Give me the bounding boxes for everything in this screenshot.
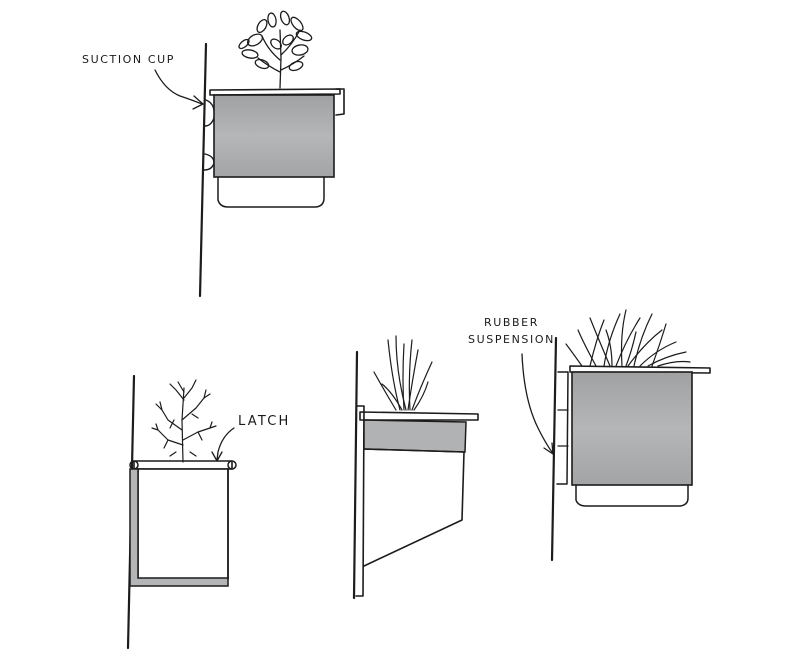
suction-cup-upper (205, 100, 214, 126)
annotation-rubber: RUBBER (484, 316, 539, 329)
planter-band (364, 420, 466, 452)
grass-plant-icon (374, 336, 432, 410)
sketch-wedge (354, 336, 478, 598)
sketch-rubber-suspension: RUBBER SUSPENSION (468, 310, 710, 560)
planter-tray (218, 177, 324, 207)
planter-body (138, 469, 228, 579)
wall-line (354, 352, 357, 598)
rubber-strip (557, 372, 568, 484)
planter-body (214, 95, 334, 177)
planter-tray (576, 485, 688, 506)
suction-cup-lower (204, 154, 214, 170)
annotation-suspension: SUSPENSION (468, 333, 555, 346)
planter-rim (210, 89, 340, 95)
sketch-latch: LATCH (128, 376, 290, 648)
annotation-arrow-rubber (522, 354, 552, 452)
wedge-body (364, 449, 464, 566)
shelf-plank (360, 412, 478, 420)
bare-branch-plant-icon (152, 380, 216, 462)
bushy-plant-icon (566, 310, 690, 366)
annotation-arrow-suction (155, 70, 202, 104)
arrow-head-rubber (544, 443, 553, 454)
wall-plate (356, 406, 364, 596)
annotation-suction-cup: SUCTION CUP (82, 53, 175, 66)
sketch-suction-cup: SUCTION CUP (82, 10, 344, 296)
leafy-plant-icon (237, 10, 312, 88)
planter-body (572, 372, 692, 485)
annotation-latch: LATCH (238, 414, 290, 429)
